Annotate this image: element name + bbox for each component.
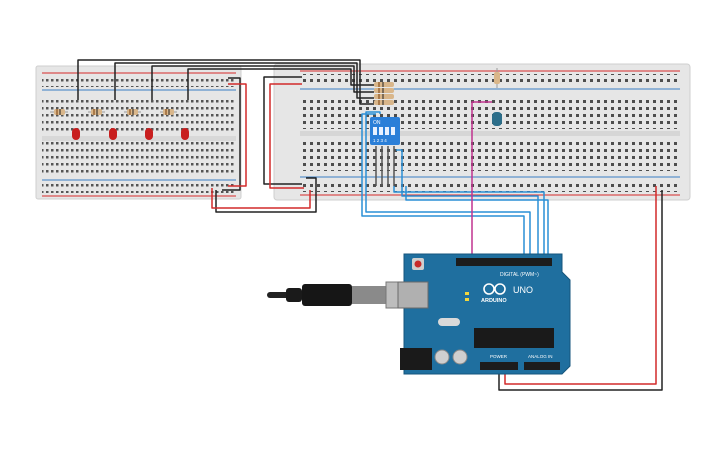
left-resistors	[50, 109, 177, 115]
wire-red	[269, 83, 304, 189]
arduino-uno[interactable]: DIGITAL (PWM~) ARDUINO UNO POWER ANALOG …	[397, 253, 571, 375]
wire-red	[211, 188, 311, 209]
wire-black	[114, 62, 374, 100]
right-resistors	[374, 82, 394, 105]
dc-barrel-jack	[400, 348, 432, 370]
resistor[interactable]	[124, 109, 141, 115]
led-group	[72, 128, 189, 140]
resistor[interactable]	[374, 94, 394, 99]
wire-blue	[365, 111, 531, 254]
resistor[interactable]	[160, 109, 177, 115]
dip-switch-on-label: ON	[373, 120, 381, 126]
usb-port	[397, 281, 429, 309]
arduino-brand: ARDUINO	[481, 298, 507, 304]
right-breadboard	[273, 63, 691, 201]
resistor[interactable]	[374, 82, 394, 87]
resistor[interactable]	[374, 100, 394, 105]
wire-black	[151, 65, 374, 100]
microcontroller-chip	[474, 328, 554, 348]
wire-blue	[405, 186, 549, 254]
wire-black	[222, 77, 241, 191]
wire-red	[228, 83, 247, 187]
wire-black	[77, 59, 374, 105]
led-2[interactable]	[109, 128, 117, 140]
arduino-model: UNO	[513, 285, 533, 295]
resistor[interactable]	[494, 68, 500, 88]
wire-black	[187, 68, 374, 100]
dip-switch[interactable]: ON 1 2 3 4	[370, 117, 400, 186]
led-4[interactable]	[181, 128, 189, 140]
led-3[interactable]	[145, 128, 153, 140]
arduino-digital-label: DIGITAL (PWM~)	[500, 272, 539, 278]
wire-black	[498, 190, 663, 391]
wire-black	[215, 177, 317, 213]
wire-black	[263, 76, 302, 185]
potentiometer[interactable]	[492, 112, 502, 126]
arduino-power-label: POWER	[490, 354, 508, 359]
wire-red	[504, 186, 657, 385]
wire-blue	[396, 149, 539, 254]
resistor[interactable]	[50, 109, 68, 115]
resistor[interactable]	[88, 109, 105, 115]
left-breadboard	[35, 65, 242, 200]
resistor[interactable]	[374, 88, 394, 93]
wire-blue	[393, 186, 545, 254]
arduino-logo	[483, 283, 506, 295]
arduino-analog-label: ANALOG IN	[528, 354, 553, 359]
dip-switch-numbers: 1 2 3 4	[373, 138, 387, 143]
led-1[interactable]	[72, 128, 80, 140]
wire-magenta	[471, 101, 492, 256]
wires	[77, 59, 663, 391]
